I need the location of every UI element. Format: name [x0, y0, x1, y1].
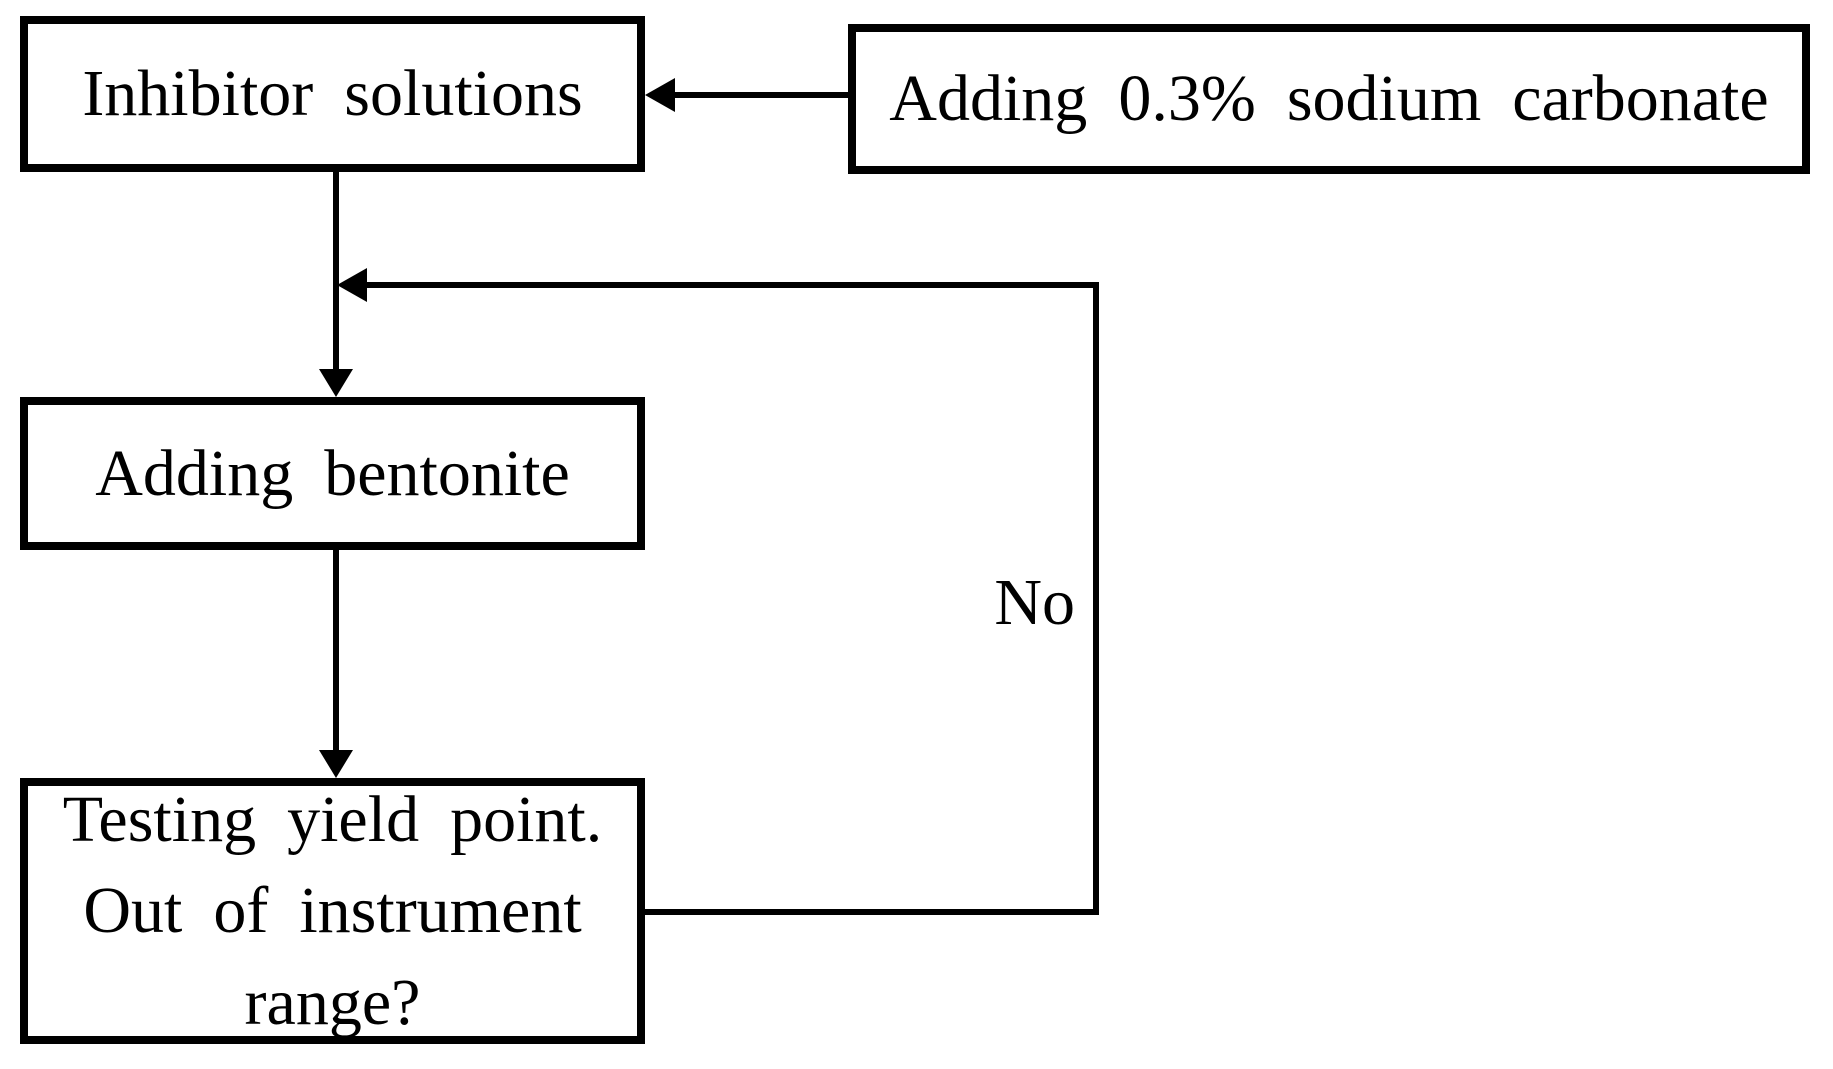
edge-inhibitor-to-bentonite-line [333, 172, 339, 374]
edge-loop-top-line [360, 282, 1099, 288]
node-testing-yield-point-label: Testing yield point. Out of instrument r… [62, 783, 603, 1039]
node-sodium-carbonate-label: Adding 0.3% sodium carbonate [889, 62, 1769, 136]
arrowhead-down-icon [319, 369, 353, 397]
node-adding-bentonite-label: Adding bentonite [95, 436, 570, 510]
arrowhead-left-icon [337, 268, 367, 302]
node-testing-yield-point: Testing yield point. Out of instrument r… [20, 778, 645, 1044]
node-sodium-carbonate: Adding 0.3% sodium carbonate [848, 24, 1810, 174]
arrowhead-down-icon [319, 750, 353, 778]
node-inhibitor-solutions-label: Inhibitor solutions [82, 57, 583, 131]
edge-bentonite-to-testing-line [333, 550, 339, 752]
edge-label-no: No [994, 566, 1075, 639]
edge-loop-bottom-line [645, 909, 1099, 915]
edge-loop-right-line [1093, 282, 1099, 915]
node-inhibitor-solutions: Inhibitor solutions [20, 16, 645, 172]
node-adding-bentonite: Adding bentonite [20, 397, 645, 550]
edge-sodium-to-inhibitor-line [668, 92, 848, 98]
arrowhead-left-icon [645, 78, 675, 112]
